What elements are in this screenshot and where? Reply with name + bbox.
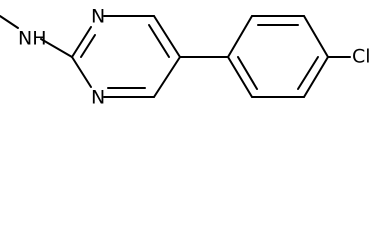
bond-aryl-1 xyxy=(227,15,253,58)
bond-aryl-6 xyxy=(227,56,253,98)
bond-c2-n-top-inner xyxy=(80,34,96,58)
bond-n-bottom-c2 xyxy=(71,56,92,88)
bond-aryl-4 xyxy=(303,56,329,98)
bond-c6-c5 xyxy=(153,15,181,58)
atom-label-n-top: N xyxy=(91,6,105,28)
atom-label-cl: Cl xyxy=(352,46,371,68)
bond-aryl-3 xyxy=(303,15,329,58)
bonds xyxy=(0,15,351,98)
atom-label-n-bottom: N xyxy=(91,87,105,109)
bond-c5-c4 xyxy=(153,56,181,98)
bond-methyl-nh xyxy=(0,15,19,29)
bond-nh-c2 xyxy=(40,38,73,58)
bond-aryl-4-inner xyxy=(297,56,319,90)
chemical-structure: NH N N Cl xyxy=(0,6,371,109)
bond-c6-c5-inner xyxy=(148,24,170,58)
bond-aryl-6-inner xyxy=(237,56,258,90)
bond-c2-n-top xyxy=(71,26,92,58)
atom-labels: NH N N Cl xyxy=(18,6,371,109)
atom-label-nh: NH xyxy=(18,28,47,50)
